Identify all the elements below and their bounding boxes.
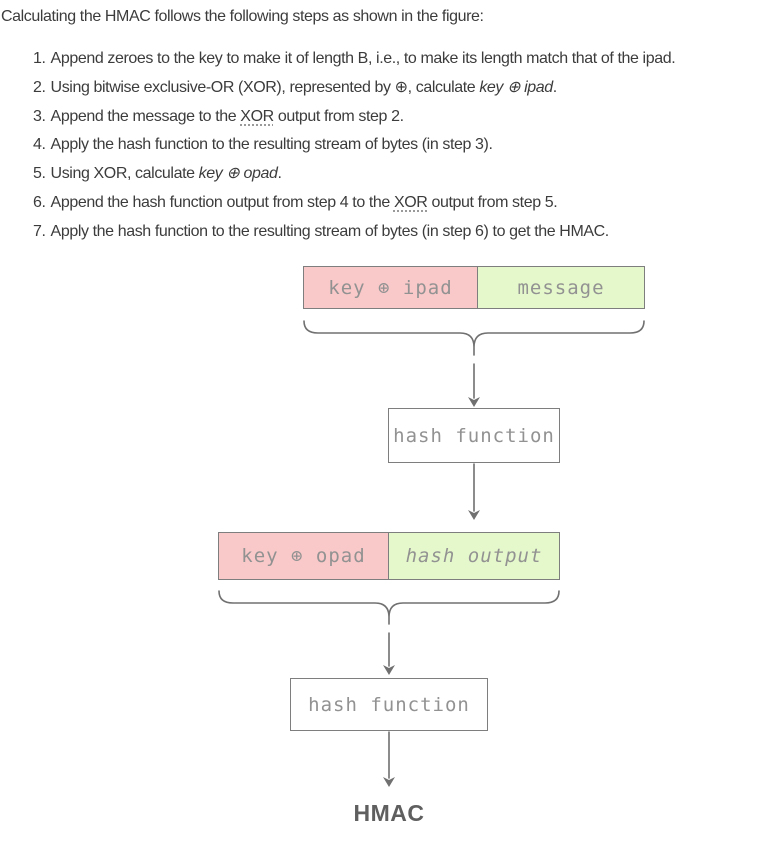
hmac-result-label: HMAC bbox=[353, 800, 425, 826]
cell-hash-output: hash output bbox=[389, 533, 559, 579]
step-text: output from step 5. bbox=[427, 193, 558, 211]
hmac-page: Calculating the HMAC follows the followi… bbox=[0, 3, 762, 843]
step-text-italic: key ⊕ ipad bbox=[479, 78, 553, 96]
step-number: 1. bbox=[33, 50, 46, 67]
intro-text: Calculating the HMAC follows the followi… bbox=[1, 8, 484, 25]
step-text: Using XOR, calculate bbox=[50, 165, 199, 183]
step-number: 5. bbox=[33, 165, 46, 183]
cell-message: message bbox=[478, 267, 644, 308]
step-text: Append the hash function output from ste… bbox=[50, 193, 394, 211]
underbrace-1 bbox=[303, 320, 645, 356]
arrowhead-2 bbox=[468, 510, 480, 520]
step-7: 7.Apply the hash function to the resulti… bbox=[33, 218, 762, 247]
step-text: Using bitwise exclusive-OR (XOR), repres… bbox=[50, 78, 480, 96]
hash-function-box-1: hash function bbox=[388, 408, 560, 463]
step-number: 7. bbox=[33, 222, 46, 240]
underbrace-2 bbox=[218, 590, 560, 625]
step-1: 1.Append zeroes to the key to make it of… bbox=[33, 45, 762, 74]
cell-key-xor-opad: key ⊕ opad bbox=[219, 533, 389, 579]
step-text: Append the message to the bbox=[50, 107, 241, 125]
xor-abbr: XOR bbox=[393, 193, 428, 211]
step-text: Apply the hash function to the resulting… bbox=[50, 222, 610, 240]
xor-abbr: XOR bbox=[240, 107, 274, 125]
arrowhead-1 bbox=[468, 397, 480, 407]
step-number: 3. bbox=[33, 107, 46, 125]
steps-list: 1.Append zeroes to the key to make it of… bbox=[0, 45, 762, 247]
step-2: 2.Using bitwise exclusive-OR (XOR), repr… bbox=[33, 74, 762, 103]
step-6: 6.Append the hash function output from s… bbox=[33, 189, 762, 218]
hash-function-box-2: hash function bbox=[290, 678, 488, 731]
arrowhead-4 bbox=[383, 777, 395, 787]
step-text: Append zeroes to the key to make it of l… bbox=[50, 50, 676, 67]
step-text: . bbox=[277, 165, 282, 183]
step-number: 4. bbox=[33, 136, 46, 154]
step-number: 6. bbox=[33, 193, 46, 211]
row-key-ipad-message: key ⊕ ipad message bbox=[303, 266, 645, 309]
step-text: Apply the hash function to the resulting… bbox=[50, 136, 493, 154]
step-4: 4.Apply the hash function to the resulti… bbox=[33, 131, 762, 160]
step-number: 2. bbox=[33, 78, 46, 96]
step-3: 3.Append the message to the XOR output f… bbox=[33, 103, 762, 132]
step-5: 5.Using XOR, calculate key ⊕ opad. bbox=[33, 160, 762, 189]
row-key-opad-hash-output: key ⊕ opad hash output bbox=[218, 532, 560, 580]
arrowhead-3 bbox=[383, 665, 395, 675]
step-text-italic: key ⊕ opad bbox=[198, 165, 278, 183]
step-text: . bbox=[552, 78, 557, 96]
step-text: output from step 2. bbox=[273, 107, 404, 125]
cell-key-xor-ipad: key ⊕ ipad bbox=[304, 267, 478, 308]
